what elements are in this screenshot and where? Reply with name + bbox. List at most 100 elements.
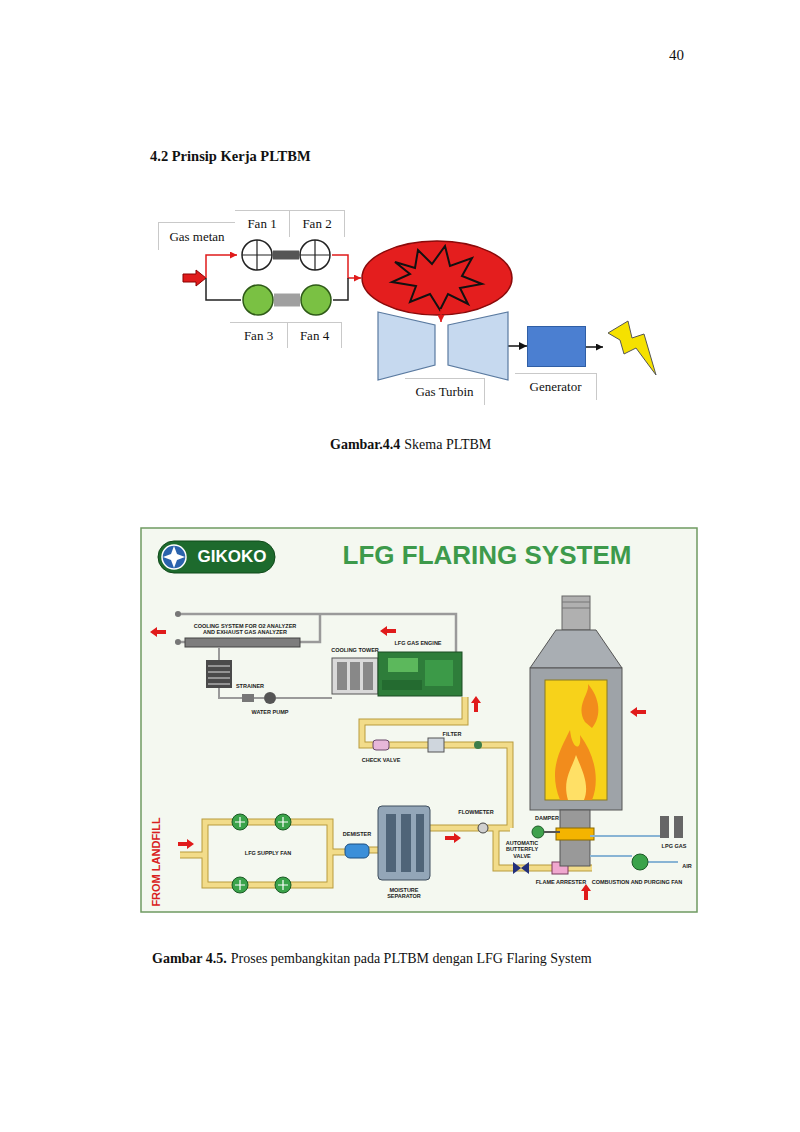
fan-cross [300, 240, 330, 270]
shaft [274, 294, 300, 307]
source-label: FROM LANDFILL [150, 817, 162, 906]
component-label: MOISTURE SEPARATOR [382, 887, 426, 900]
fan-circle [243, 285, 273, 315]
component-label: DEMISTER [343, 831, 371, 837]
component-label: COOLING SYSTEM FOR O2 ANALYZER AND EXHAU… [189, 623, 301, 636]
turbine-stage [448, 312, 508, 380]
node-label: Fan 2 [290, 210, 345, 237]
flare-cone [530, 630, 622, 668]
gas-line [206, 255, 237, 278]
tower-cell [350, 662, 360, 690]
input-label: Gas metan [158, 222, 235, 250]
flowmeter-symbol [478, 823, 488, 833]
node-label: Generator [515, 373, 597, 400]
logo-text: GIKOKO [198, 547, 267, 567]
flow-arrow [380, 626, 396, 636]
logo-star [163, 546, 185, 568]
gas-turbine: Gas Turbin [378, 312, 508, 380]
cooling-pipe [219, 647, 332, 698]
logo-pill [158, 541, 275, 573]
poster-title: LFG FLARING SYSTEM [343, 540, 632, 571]
fan-symbol: Fan 3 [242, 284, 274, 316]
figure-caption: Proses pembangkitan pada PLTBM dengan LF… [231, 951, 592, 967]
fan-circle [242, 240, 272, 270]
component-label: AIR [682, 863, 691, 869]
input-arrow [183, 270, 206, 286]
component-label: CHECK VALVE [362, 757, 401, 763]
flow-arrow [581, 884, 591, 900]
fan-cross [242, 240, 272, 270]
flow-arrow [630, 707, 646, 717]
fan-symbol: Fan 1 [241, 239, 273, 271]
demister-symbol [345, 844, 369, 858]
component-label: COOLING TOWER [331, 647, 379, 653]
explosion-symbol [392, 246, 482, 310]
gas-pipe [180, 822, 330, 885]
valve-symbol [175, 611, 181, 617]
node-outline [299, 239, 331, 271]
gas-line [206, 278, 241, 300]
filter-symbol [428, 738, 444, 752]
power-arrow [508, 345, 527, 347]
flare-chimney [562, 596, 590, 630]
valve-symbol [175, 639, 181, 645]
engine-detail [388, 658, 418, 672]
engine-detail [425, 660, 453, 686]
component-label: AUTOMATIC BUTTERFLY VALVE [501, 840, 543, 859]
coil [206, 660, 232, 688]
flow-arrows [150, 626, 646, 900]
component-label: STRAINER [236, 683, 264, 689]
gas-tank [660, 816, 669, 838]
component-label: FLOWMETER [458, 809, 493, 815]
section-heading: 4.2 Prinsip Kerja PLTBM [150, 148, 311, 165]
pump-symbol [264, 692, 276, 704]
fan-circle [300, 240, 330, 270]
tower-cell [363, 662, 373, 690]
component-label: LPG GAS [662, 843, 687, 849]
strainer-symbol [242, 694, 254, 702]
component-label: FILTER [443, 731, 462, 737]
combustion-chamber [362, 241, 512, 315]
flow-arrow [471, 696, 481, 712]
image-frame [141, 528, 697, 912]
node-outline [300, 284, 332, 316]
flare-body [530, 668, 622, 810]
figure-number: Gambar 4.5. [152, 951, 227, 967]
generator-body [528, 327, 586, 367]
node-outline [241, 239, 273, 271]
lightning-symbol [608, 321, 656, 375]
flame [555, 730, 596, 800]
component-label: DAMPER [535, 815, 559, 821]
chimney-rings [562, 602, 590, 608]
butterfly-valve-symbol [513, 862, 529, 874]
gas-line [332, 255, 361, 278]
figure-caption: Skema PLTBM [404, 437, 491, 453]
node-label: Fan 1 [235, 210, 290, 237]
coil-lines [208, 666, 230, 684]
node-outline [378, 312, 508, 380]
damper-symbol [532, 826, 544, 838]
flow-arrow [445, 833, 461, 843]
component-label: COMBUSTION AND PURGING FAN [592, 879, 683, 885]
burner-block [556, 828, 594, 840]
flame-window [545, 680, 607, 800]
cooling-tower [332, 658, 378, 694]
shaft [273, 251, 299, 260]
component-label: FLAME ARRESTER [536, 879, 587, 885]
valve-symbol [474, 741, 482, 749]
fan-circle [301, 285, 331, 315]
component-label: LFG SUPPLY FAN [245, 850, 291, 856]
separator-cell [386, 814, 396, 872]
check-valve-symbol [373, 740, 389, 750]
tower-cell [337, 662, 347, 690]
node-outline [527, 326, 586, 367]
fan-symbol [632, 854, 648, 870]
damper-link [544, 831, 560, 833]
fan-symbol: Fan 4 [300, 284, 332, 316]
heat-exchanger [185, 638, 300, 647]
figure-number: Gambar.4.4 [330, 437, 400, 453]
component-label: WATER PUMP [252, 709, 289, 715]
moisture-separator [378, 806, 430, 880]
